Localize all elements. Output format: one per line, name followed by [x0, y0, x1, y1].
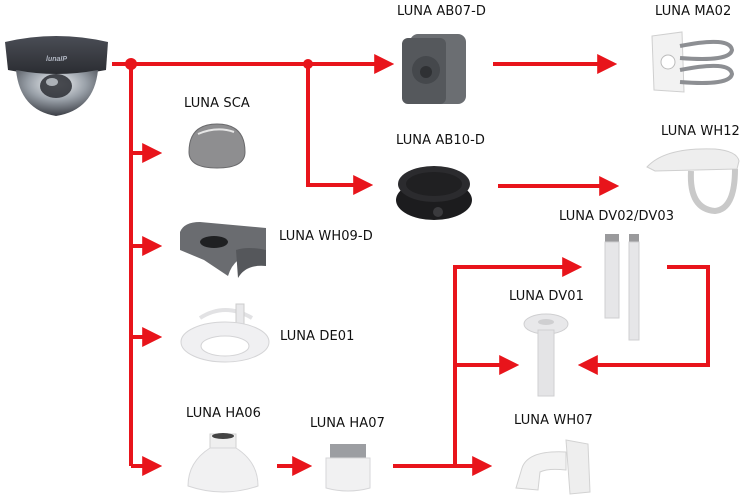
- product-dv01: [522, 312, 570, 398]
- in-ceiling-mount-icon: [180, 303, 270, 363]
- product-dv0203: [604, 232, 644, 342]
- junction-dot: [303, 59, 313, 69]
- smoked-dome-cover-icon: [188, 123, 246, 169]
- pole-mount-icon: [651, 31, 735, 93]
- product-ab07d: [400, 28, 468, 108]
- connector-dv0203-to-dv01: [577, 265, 710, 375]
- brand-logo: lunaIP: [46, 56, 67, 63]
- label-ha07: LUNA HA07: [310, 416, 385, 431]
- product-de01: [180, 298, 270, 370]
- product-camera: lunaIP: [2, 30, 110, 120]
- label-wh12: LUNA WH12: [661, 124, 740, 139]
- product-ha07: [324, 442, 372, 494]
- label-dv0203: LUNA DV02/DV03: [559, 209, 675, 224]
- junction-dot: [125, 58, 137, 70]
- label-wh07: LUNA WH07: [514, 413, 593, 428]
- label-ab07d: LUNA AB07-D: [397, 4, 487, 19]
- product-wh12: [645, 145, 741, 215]
- label-ha06: LUNA HA06: [186, 406, 261, 421]
- product-sca: [186, 120, 248, 172]
- connector-ha07-to-dv0203: [453, 257, 583, 466]
- label-ab10d: LUNA AB10-D: [396, 133, 486, 148]
- pendant-pipes-icon: [604, 234, 640, 341]
- label-wh09d: LUNA WH09-D: [279, 229, 373, 244]
- pipe-adapter-icon: [325, 444, 371, 492]
- product-wh09d: [176, 220, 268, 280]
- product-ma02: [650, 28, 740, 98]
- label-ma02: LUNA MA02: [655, 4, 732, 19]
- product-wh07: [508, 438, 594, 496]
- junction-box-round-icon: [396, 166, 472, 220]
- dome-camera-icon: lunaIP: [5, 36, 108, 116]
- pendant-adapter-icon: [187, 433, 259, 493]
- junction-box-icon: [402, 34, 466, 104]
- label-dv01: LUNA DV01: [509, 289, 584, 304]
- pendant-mount-icon: [523, 313, 569, 397]
- label-sca: LUNA SCA: [184, 96, 250, 111]
- wall-bracket-icon: [515, 439, 591, 495]
- wall-mount-icon: [180, 222, 266, 278]
- sunshield-mount-icon: [646, 148, 740, 215]
- label-de01: LUNA DE01: [280, 329, 355, 344]
- product-ha06: [184, 432, 262, 496]
- connector-camera-to-ab10d: [306, 64, 374, 195]
- product-ab10d: [394, 158, 474, 224]
